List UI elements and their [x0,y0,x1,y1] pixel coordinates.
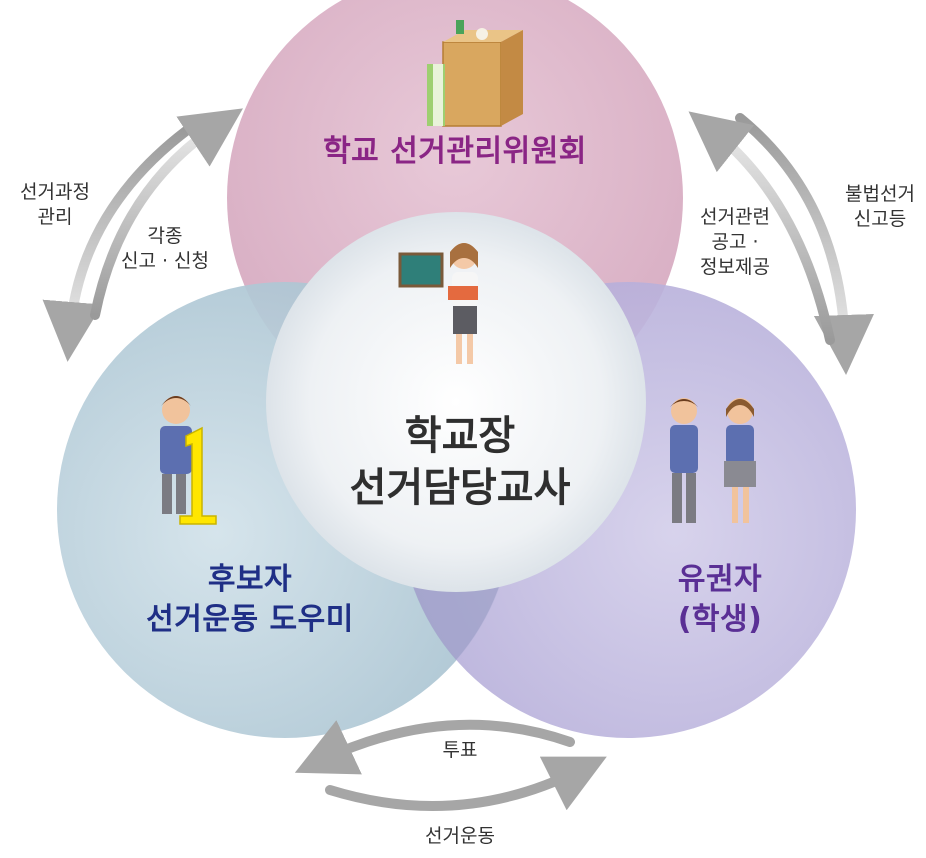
center-node-label: 학교장 선거담당교사 [349,413,571,511]
arrow-bottom-upper [294,719,575,775]
school-building-icon [427,20,523,127]
arrow-bottom-lower [325,756,607,811]
arrow-top-left-inner [90,108,243,320]
edge-label-bottom-lower: 선거운동 [425,825,495,847]
arrow-top-right-inner [688,111,835,345]
students-icon [670,398,756,523]
edge-label-right-inner: 선거관련 공고 · 정보제공 [700,206,770,278]
teacher-icon [398,243,478,364]
center-circle [266,212,646,592]
arrow-top-right-outer [735,113,874,375]
top-node-label: 학교 선거관리위원회 [323,134,587,169]
edge-label-left-outer: 선거과정 관리 [20,181,90,228]
arrow-top-left-outer [42,123,195,362]
right-node-label: 유권자 (학생) [677,562,763,637]
left-node-label: 후보자 선거운동 도우미 [146,562,354,637]
edge-label-left-inner: 각종 신고 · 신청 [120,225,210,272]
candidate-number-one-icon [160,396,217,525]
edge-label-right-outer: 불법선거 신고등 [845,183,915,230]
edge-label-bottom-upper: 투표 [442,739,478,761]
